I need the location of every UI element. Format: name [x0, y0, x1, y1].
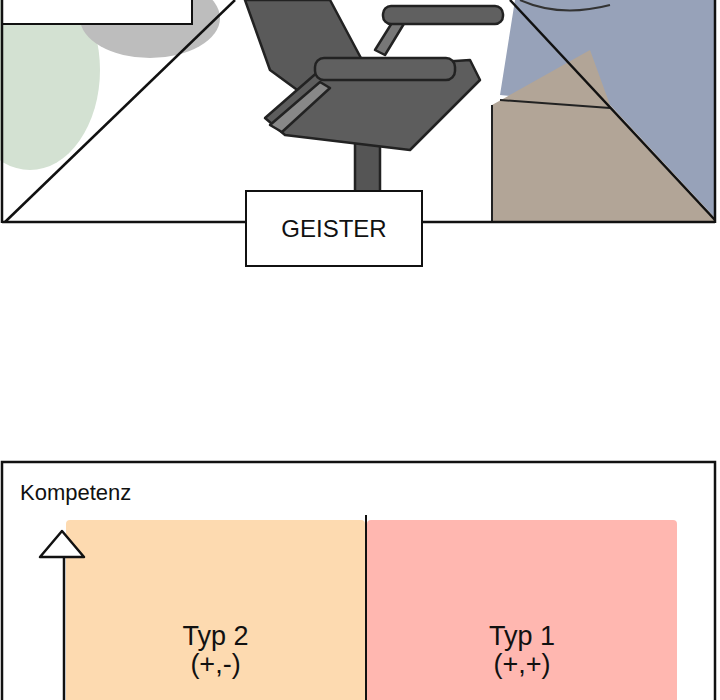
perspective-line [510, 0, 715, 220]
node-title: Typ 2 [66, 622, 365, 650]
node-title: Typ 1 [367, 622, 677, 650]
label-box: GEISTER [245, 190, 423, 267]
node-sign: (+,-) [66, 650, 365, 678]
panel-border [714, 0, 717, 223]
node-title: GEISTER [247, 216, 421, 241]
desk-shape [492, 50, 715, 222]
node-sign: (+,+) [367, 650, 677, 678]
panel-border [2, 462, 715, 700]
axis-line [63, 556, 66, 700]
caption-box [2, 0, 192, 24]
desk-line [491, 105, 493, 222]
office-chair [245, 0, 503, 192]
quadrant-region: Typ 2(+,-) [66, 520, 365, 700]
desk-line [500, 100, 610, 108]
panel-border [1, 0, 4, 223]
perspective-line [5, 0, 235, 222]
desk-edge [520, 0, 610, 10]
axis-label: Kompetenz [20, 480, 131, 506]
quadrant-region: Typ 1(+,+) [367, 520, 677, 700]
